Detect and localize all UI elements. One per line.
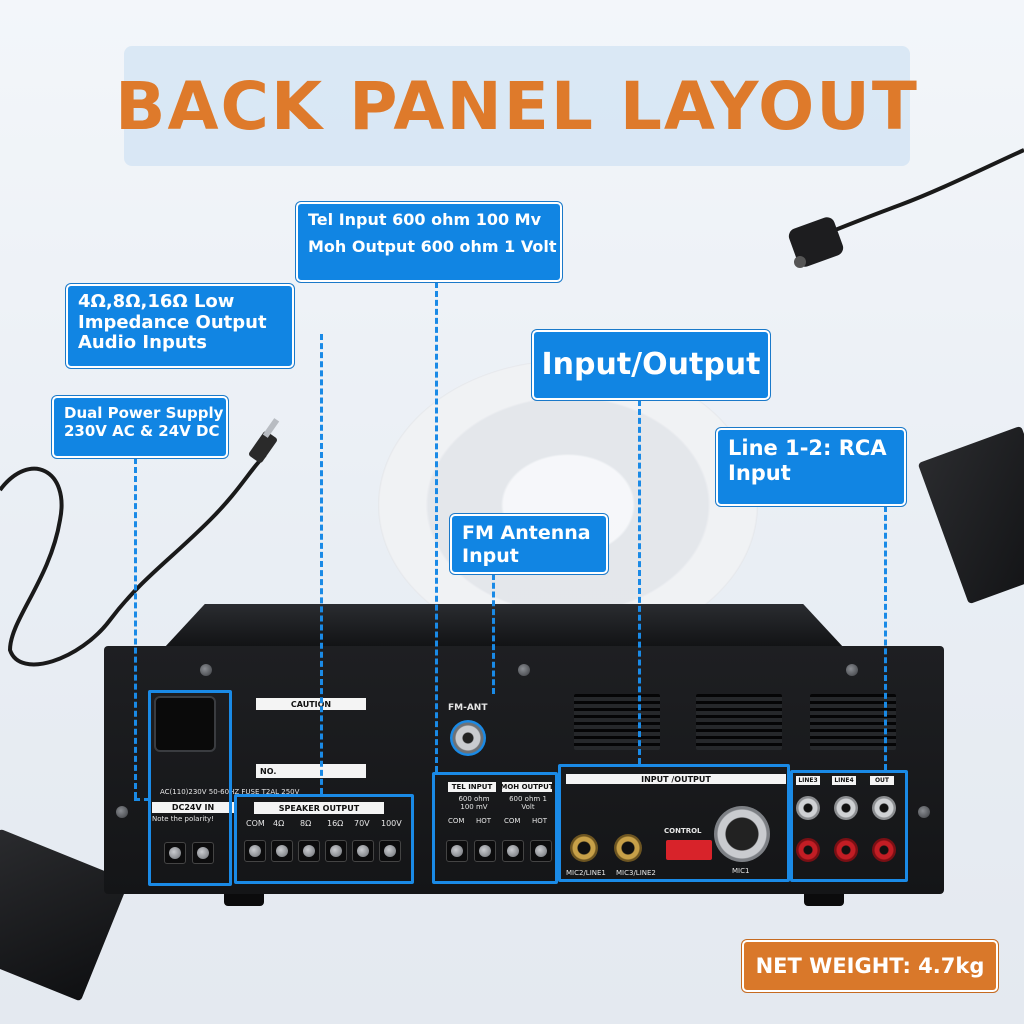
io-connector-line <box>638 400 641 764</box>
fm-antenna-connector[interactable] <box>450 720 486 756</box>
speaker-terminal-label: COM <box>246 819 265 828</box>
fm-ant-label: FM-ANT <box>448 703 488 713</box>
tel-moh-callout: Tel Input 600 ohm 100 Mv Moh Output 600 … <box>296 202 562 282</box>
line3-label: LINE3 <box>796 776 820 785</box>
input-output-callout: Input/Output <box>532 330 770 400</box>
fm-callout-line1: FM Antenna <box>462 522 591 544</box>
amplifier-top <box>164 604 844 648</box>
speaker-terminal[interactable] <box>298 840 320 862</box>
dc-terminal-negative[interactable] <box>164 842 186 864</box>
line4-left-rca[interactable] <box>834 796 858 820</box>
io-section-outline <box>558 764 790 882</box>
speaker-terminal[interactable] <box>379 840 401 862</box>
power-callout-line1: Dual Power Supply <box>64 404 224 422</box>
line3-left-rca[interactable] <box>796 796 820 820</box>
serial-number-label: NO. <box>256 764 366 778</box>
io-callout-line1: Input/Output <box>541 347 761 382</box>
screw <box>918 806 930 818</box>
line4-label: LINE4 <box>832 776 856 785</box>
amp-foot <box>224 894 264 906</box>
moh-com-terminal[interactable] <box>502 840 524 862</box>
tel-callout-line2: Moh Output 600 ohm 1 Volt <box>308 237 557 257</box>
title-banner: BACK PANEL LAYOUT <box>115 46 917 166</box>
moh-hot-terminal[interactable] <box>530 840 552 862</box>
tel-connector-line <box>435 282 438 772</box>
out-label: OUT <box>870 776 894 785</box>
impedance-callout-line2: Impedance Output <box>78 311 267 333</box>
power-connector-line <box>134 458 137 798</box>
control-dip-switch[interactable] <box>666 840 712 860</box>
moh-spec-label: 600 ohm 1 Volt <box>509 795 547 811</box>
speaker-terminal-label: 70V <box>354 819 370 828</box>
mic3-line2-jack[interactable] <box>614 834 642 862</box>
page-title: BACK PANEL LAYOUT <box>115 67 919 145</box>
speaker-terminal-label: 4Ω <box>273 819 285 828</box>
vent <box>574 694 660 750</box>
speaker-section-outline <box>234 794 414 884</box>
ac-power-socket[interactable] <box>154 696 216 752</box>
line3-right-rca[interactable] <box>796 838 820 862</box>
power-section-outline <box>148 690 232 886</box>
mic1-xlr-jack[interactable] <box>714 806 770 862</box>
line-rca-callout: Line 1-2: RCA Input <box>716 428 906 506</box>
line-callout-line2: Input <box>728 461 791 486</box>
impedance-connector-line <box>320 334 323 794</box>
fm-connector-line <box>492 574 495 694</box>
control-label: CONTROL <box>664 827 702 835</box>
tel-com-terminal[interactable] <box>446 840 468 862</box>
background-speaker-image <box>378 360 758 650</box>
impedance-callout: 4Ω,8Ω,16Ω Low Impedance Output Audio Inp… <box>66 284 294 368</box>
mic1-label: MIC1 <box>732 867 750 875</box>
speaker-terminal-label: 100V <box>381 819 402 828</box>
vent <box>810 694 896 750</box>
tel-spec-label: 600 ohm 100 mV <box>458 795 490 811</box>
vent <box>696 694 782 750</box>
line-connector-line <box>884 506 887 770</box>
input-output-label: INPUT /OUTPUT <box>566 774 786 784</box>
screw <box>116 806 128 818</box>
speaker-terminal-label: 16Ω <box>327 819 344 828</box>
mic2-line1-jack[interactable] <box>570 834 598 862</box>
power-callout-line2: 230V AC & 24V DC <box>64 422 220 440</box>
speaker-terminal[interactable] <box>244 840 266 862</box>
screw <box>518 664 530 676</box>
power-connector-line-h <box>134 798 150 801</box>
out-left-rca[interactable] <box>872 796 896 820</box>
line4-right-rca[interactable] <box>834 838 858 862</box>
rca-section-outline <box>790 770 908 882</box>
speaker-terminal-label: 8Ω <box>300 819 312 828</box>
screw <box>200 664 212 676</box>
dc-terminal-positive[interactable] <box>192 842 214 864</box>
moh-output-label: MOH OUTPUT <box>500 782 554 792</box>
tel-hot-label: HOT <box>476 817 492 825</box>
moh-com-label: COM <box>504 817 521 825</box>
speaker-terminal[interactable] <box>325 840 347 862</box>
fm-callout-line2: Input <box>462 544 519 567</box>
impedance-callout-line1: 4Ω,8Ω,16Ω Low <box>78 291 235 312</box>
out-right-rca[interactable] <box>872 838 896 862</box>
mic3-line2-label: MIC3/LINE2 <box>616 869 656 877</box>
tel-callout-line1: Tel Input 600 ohm 100 Mv <box>308 210 542 229</box>
line-callout-line1: Line 1-2: RCA <box>728 436 887 460</box>
impedance-callout-line3: Audio Inputs <box>78 332 207 354</box>
amp-foot <box>804 894 844 906</box>
dc-in-label: DC24V IN <box>152 802 234 813</box>
net-weight-badge: NET WEIGHT: 4.7kg <box>742 940 998 992</box>
tel-com-label: COM <box>448 817 465 825</box>
screw <box>846 664 858 676</box>
mic2-line1-label: MIC2/LINE1 <box>566 869 606 877</box>
speaker-output-label: SPEAKER OUTPUT <box>254 802 384 814</box>
tel-moh-section-outline <box>432 772 558 884</box>
power-callout: Dual Power Supply 230V AC & 24V DC <box>52 396 228 458</box>
speaker-terminal[interactable] <box>352 840 374 862</box>
moh-hot-label: HOT <box>532 817 548 825</box>
speaker-terminal[interactable] <box>271 840 293 862</box>
tel-input-label: TEL INPUT <box>448 782 496 792</box>
caution-label: CAUTION <box>256 698 366 710</box>
fm-antenna-callout: FM Antenna Input <box>450 514 608 574</box>
polarity-label: Note the polarity! <box>152 815 214 823</box>
tel-hot-terminal[interactable] <box>474 840 496 862</box>
